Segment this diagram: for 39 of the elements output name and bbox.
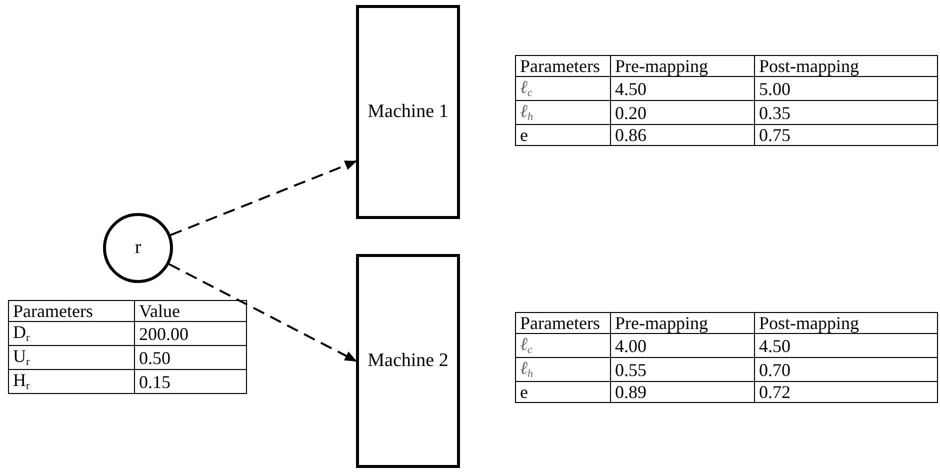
node-label: r [134,237,142,259]
table-value: 0.72 [754,382,938,402]
table-value: 0.50 [134,346,246,370]
parameter-name: e [516,124,610,146]
node-label: Machine 2 [368,350,448,372]
table-value: 0.55 [610,358,754,382]
parameter-name: ℓ$_{c}$ [516,334,610,358]
column-header: Post-mapping [754,56,938,76]
parameter-name: D$_{r}$ [8,322,134,346]
table-value: 0.86 [610,124,754,146]
machine-box [356,254,460,468]
table-value: 0.35 [754,100,938,124]
table-value: 0.75 [754,124,938,146]
table-value: 200.00 [134,322,246,346]
parameter-name: ℓ$_{h}$ [516,100,610,124]
table-value: 5.00 [754,76,938,100]
dashed-arrow [170,160,357,236]
column-header: Parameters [516,56,610,76]
table-value: 4.00 [610,334,754,358]
machine-box [356,5,460,219]
table-value: 4.50 [754,334,938,358]
parameter-name: H$_{r}$ [8,370,134,394]
table-value: 0.20 [610,100,754,124]
column-header: Post-mapping [754,312,938,334]
node-label: Machine 1 [368,101,448,123]
parameter-name: U$_{r}$ [8,346,134,370]
column-header: Pre-mapping [610,56,754,76]
column-header: Pre-mapping [610,312,754,334]
table-value: 4.50 [610,76,754,100]
table-value: 0.89 [610,382,754,402]
table-value: 0.70 [754,358,938,382]
table-value: 0.15 [134,370,246,394]
parameter-name: e [516,382,610,402]
parameter-name: ℓ$_{h}$ [516,358,610,382]
column-header: Parameters [8,300,134,322]
dashed-arrow [168,263,357,362]
column-header: Parameters [516,312,610,334]
parameter-name: ℓ$_{c}$ [516,76,610,100]
column-header: Value [134,300,246,322]
